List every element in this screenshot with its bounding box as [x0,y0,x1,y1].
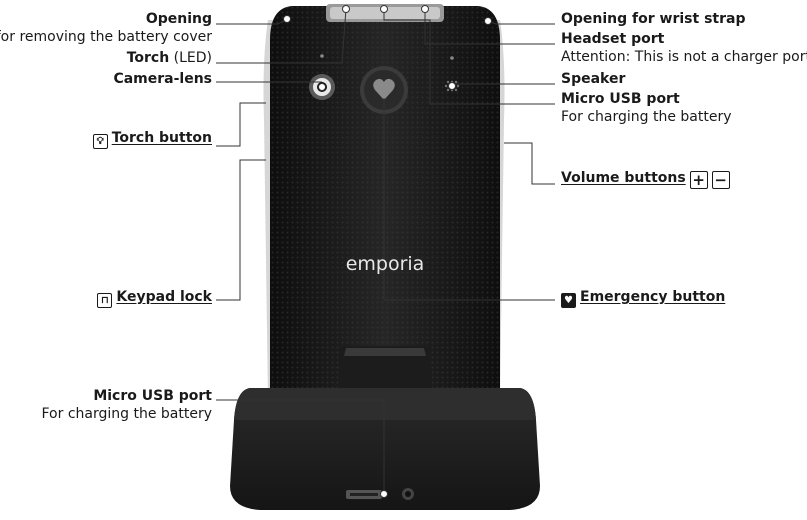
brand-logo: emporia [346,253,425,275]
volume-label: Volume buttons+− [561,169,730,189]
leader-lines [216,5,555,498]
opening-subtitle: for removing the battery cover [0,29,212,45]
speaker-label: Speaker [561,71,626,87]
camera-label: Camera-lens [113,71,212,87]
minus-icon: − [711,171,730,189]
headset-subtitle: Attention: This is not a charger port! [561,49,807,65]
micro-usb-bottom-subtitle: For charging the battery [41,406,213,422]
keypad-lock-text: Keypad lock [116,289,212,305]
emergency-label: ♥ Emergency button [561,288,725,308]
micro-usb-bottom-label: Micro USB port For charging the battery [42,387,213,423]
micro-usb-title: Micro USB port [561,91,680,107]
torch-subtitle: (LED) [173,50,212,66]
headset-title: Headset port [561,31,665,47]
bulb-icon: 💡︎ [92,134,108,149]
opening-label: Opening for removing the battery cover [0,10,212,46]
keypad-lock-label: ⊓Keypad lock [97,288,212,308]
heart-icon: ♥ [561,293,576,308]
opening-title: Opening [145,11,212,27]
lock-icon: ⊓ [97,293,113,308]
torch-button-label: 💡︎Torch button [92,129,212,149]
plus-icon: + [689,171,708,189]
emergency-text: Emergency button [580,289,726,305]
volume-text: Volume buttons [561,170,686,186]
micro-usb-label: Micro USB port For charging the battery [561,90,732,126]
headset-label: Headset port Attention: This is not a ch… [561,30,807,66]
micro-usb-bottom-title: Micro USB port [93,388,212,404]
wrist-strap-label: Opening for wrist strap [561,11,746,27]
torch-title: Torch [126,50,170,66]
torch-label: Torch (LED) [127,49,212,67]
micro-usb-subtitle: For charging the battery [561,109,732,125]
torch-button-text: Torch button [111,130,212,146]
